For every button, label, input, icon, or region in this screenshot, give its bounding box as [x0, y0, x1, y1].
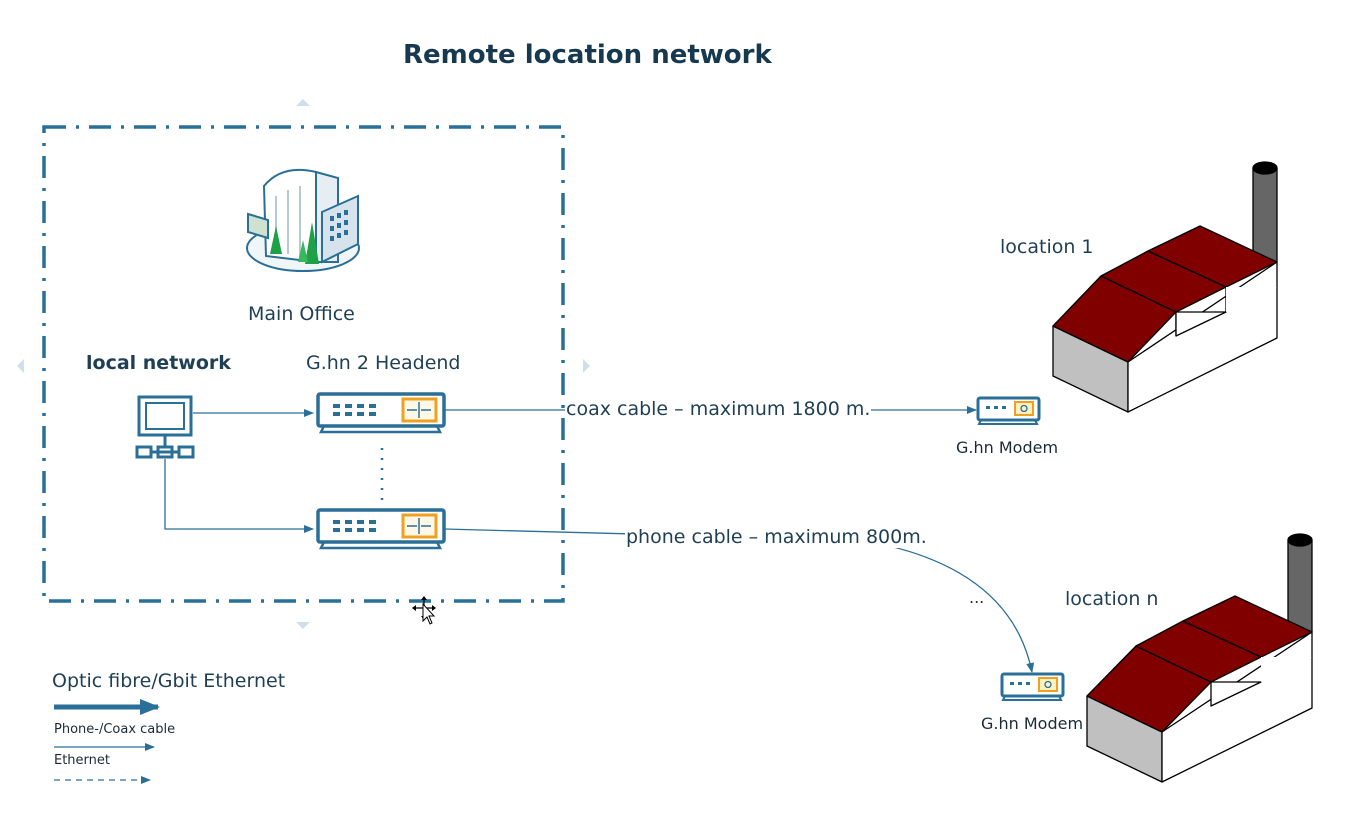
more-locations-ellipsis: ...	[969, 588, 985, 607]
office-building-icon	[246, 168, 360, 272]
modem-2-label: G.hn Modem	[981, 714, 1084, 733]
main-office-boundary	[42, 125, 565, 603]
modem-1-icon	[976, 396, 1041, 425]
coax-cable-label: coax cable – maximum 1800 m.	[565, 398, 872, 420]
headend-switch-1	[316, 392, 446, 434]
legend-ethernet-label: Ethernet	[54, 753, 110, 768]
modem-1-label: G.hn Modem	[956, 438, 1059, 457]
headend-switch-2	[316, 508, 446, 550]
move-cursor-icon	[412, 596, 436, 625]
location-n-label: location n	[1065, 588, 1159, 610]
factory-n-icon	[1086, 533, 1313, 783]
location-1-label: location 1	[1000, 236, 1094, 258]
phone-cable-label: phone cable – maximum 800m.	[625, 526, 928, 548]
legend-fibre-label: Optic fibre/Gbit Ethernet	[52, 670, 286, 692]
headend-label: G.hn 2 Headend	[306, 352, 461, 374]
legend-phone-coax-label: Phone-/Coax cable	[54, 722, 176, 737]
factory-1-icon	[1052, 161, 1278, 413]
computer-icon	[135, 395, 195, 459]
local-network-label: local network	[86, 352, 231, 374]
main-office-label: Main Office	[248, 303, 355, 325]
selection-handles[interactable]	[17, 99, 590, 629]
ethernet-links	[164, 409, 314, 533]
modem-2-icon	[1000, 672, 1065, 701]
diagram-title: Remote location network	[403, 40, 772, 70]
